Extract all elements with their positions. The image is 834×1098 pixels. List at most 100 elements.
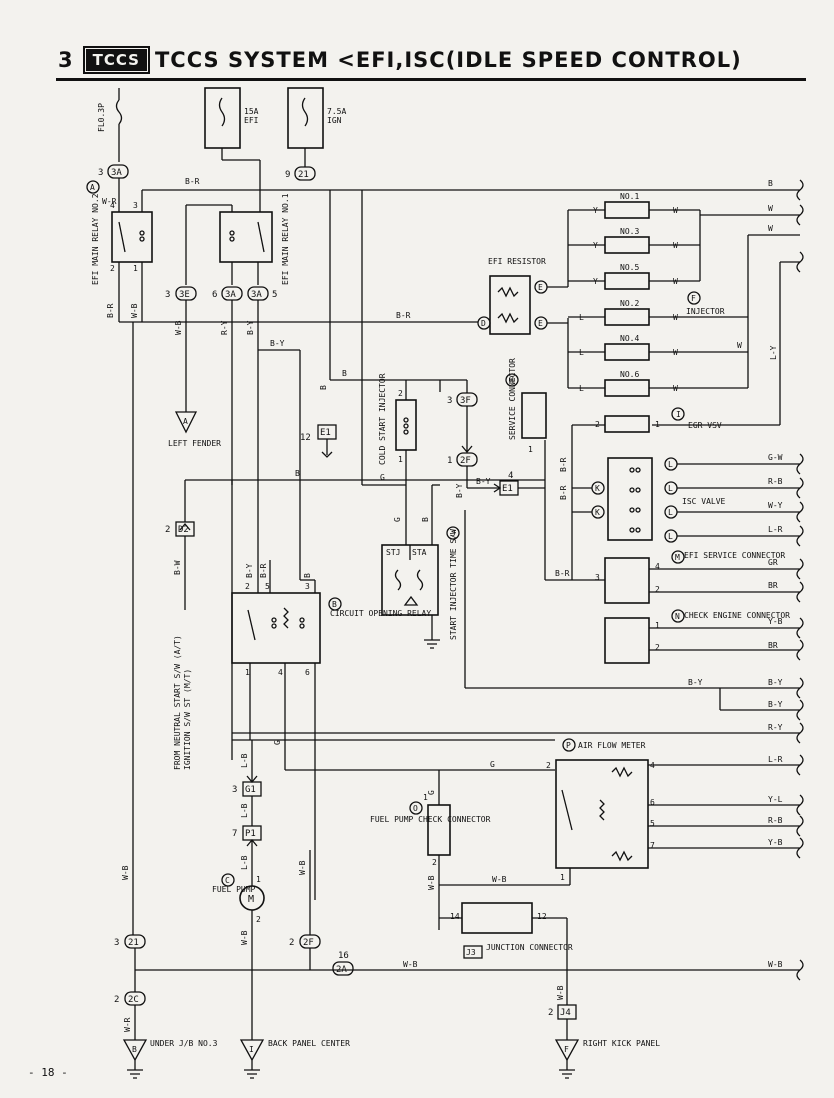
svg-text:R-Y: R-Y: [768, 723, 783, 732]
svg-text:E1: E1: [502, 484, 513, 494]
svg-text:IGN: IGN: [327, 116, 342, 125]
svg-text:6: 6: [305, 668, 310, 677]
conn-2c: 2C 2: [114, 991, 146, 1006]
svg-text:3F: 3F: [460, 396, 471, 406]
svg-text:L: L: [668, 484, 673, 493]
svg-text:L-R: L-R: [768, 755, 783, 764]
svg-text:14: 14: [450, 912, 460, 921]
marker-o: O: [409, 801, 423, 815]
svg-text:EFI: EFI: [244, 116, 259, 125]
svg-text:NO.6: NO.6: [620, 370, 639, 379]
efi-resistor: EFI RESISTOR: [488, 257, 546, 335]
svg-text:2: 2: [548, 1008, 553, 1018]
svg-text:12: 12: [537, 912, 547, 921]
egr-vsv: 2 1 EGR VSV: [595, 415, 722, 433]
svg-text:O: O: [413, 804, 418, 813]
svg-text:2A: 2A: [336, 965, 347, 975]
svg-text:G: G: [490, 760, 495, 769]
svg-text:B-R: B-R: [396, 311, 411, 320]
svg-text:B: B: [132, 1045, 137, 1054]
svg-text:K: K: [595, 508, 600, 517]
svg-text:STA: STA: [412, 548, 427, 557]
svg-text:SERVICE CONNECTOR: SERVICE CONNECTOR: [508, 358, 517, 440]
svg-text:B: B: [332, 600, 337, 609]
svg-text:6: 6: [212, 290, 217, 300]
svg-text:B-Y: B-Y: [455, 483, 464, 498]
svg-text:G: G: [427, 790, 436, 795]
svg-text:B-R: B-R: [559, 485, 568, 500]
marker-l3: L: [664, 505, 678, 519]
svg-text:W-B: W-B: [174, 320, 183, 335]
svg-text:3: 3: [133, 201, 138, 210]
conn-e1-left: E1 12: [300, 424, 337, 443]
svg-text:STJ: STJ: [386, 548, 400, 557]
ign-fuse: 7.5A IGN: [287, 87, 346, 149]
marker-h: H: [505, 373, 519, 387]
svg-text:NO.5: NO.5: [620, 263, 639, 272]
svg-text:1: 1: [528, 445, 533, 454]
svg-text:1: 1: [655, 420, 660, 429]
efi-fuse: 15A EFI: [204, 87, 259, 149]
marker-k1: K: [591, 481, 605, 495]
marker-a: A: [86, 180, 100, 194]
svg-text:21: 21: [128, 938, 139, 948]
svg-text:B: B: [319, 385, 328, 390]
svg-text:D: D: [481, 319, 486, 328]
svg-text:3: 3: [305, 582, 310, 591]
svg-text:2: 2: [245, 582, 250, 591]
svg-text:4: 4: [655, 562, 660, 571]
svg-text:B-Y: B-Y: [476, 477, 491, 486]
marker-d: D: [477, 316, 491, 330]
svg-text:7.5A: 7.5A: [327, 107, 346, 116]
svg-text:R-B: R-B: [768, 477, 783, 486]
svg-text:E: E: [538, 283, 543, 292]
svg-text:BACK PANEL CENTER: BACK PANEL CENTER: [268, 1039, 350, 1048]
svg-text:3: 3: [232, 785, 237, 795]
svg-text:EGR VSV: EGR VSV: [688, 421, 722, 430]
conn-21-top: 21 9: [285, 166, 316, 181]
svg-text:INJECTOR: INJECTOR: [686, 307, 725, 316]
efi-main-relay-2: 4 3 2 1 EFI MAIN RELAY NO.2: [91, 193, 153, 285]
conn-e1-right: E1 4: [499, 471, 519, 496]
conn-j4: J4 2: [548, 1004, 577, 1020]
conn-2f-bot: 2F 2: [289, 934, 321, 949]
svg-text:G: G: [380, 473, 385, 482]
svg-text:5: 5: [272, 290, 277, 300]
header-rule: [56, 78, 806, 81]
svg-text:BR: BR: [768, 581, 778, 590]
marker-p: P: [562, 738, 576, 752]
svg-text:B: B: [768, 179, 773, 188]
svg-text:B-R: B-R: [259, 563, 268, 578]
svg-text:M: M: [248, 894, 254, 905]
svg-text:2F: 2F: [460, 456, 471, 466]
svg-text:W: W: [737, 341, 742, 350]
ground-under-jb3: B UNDER J/B NO.3: [122, 1039, 218, 1079]
svg-text:C: C: [225, 876, 230, 885]
svg-text:D2: D2: [178, 525, 189, 535]
svg-text:B-R: B-R: [559, 457, 568, 472]
svg-text:W-B: W-B: [403, 960, 418, 969]
svg-text:5: 5: [265, 582, 270, 591]
marker-b-relay: B: [328, 597, 342, 611]
svg-text:B-Y: B-Y: [768, 700, 783, 709]
svg-text:1: 1: [256, 875, 261, 884]
svg-text:1: 1: [245, 668, 250, 677]
svg-text:B-R: B-R: [185, 177, 200, 186]
isc-valve: ISC VALVE: [607, 457, 726, 541]
svg-text:IGNITION S/W ST (M/T): IGNITION S/W ST (M/T): [183, 669, 192, 770]
svg-text:P1: P1: [245, 829, 256, 839]
svg-text:A: A: [90, 183, 95, 192]
svg-text:W: W: [768, 224, 773, 233]
svg-text:3A: 3A: [225, 290, 236, 300]
svg-text:K: K: [595, 484, 600, 493]
svg-text:12: 12: [300, 433, 311, 443]
svg-text:J: J: [451, 529, 456, 538]
svg-text:I: I: [249, 1045, 254, 1054]
marker-k2: K: [591, 505, 605, 519]
svg-text:EFI MAIN RELAY NO.1: EFI MAIN RELAY NO.1: [281, 193, 290, 285]
svg-text:G: G: [393, 517, 402, 522]
svg-text:2: 2: [110, 264, 115, 273]
